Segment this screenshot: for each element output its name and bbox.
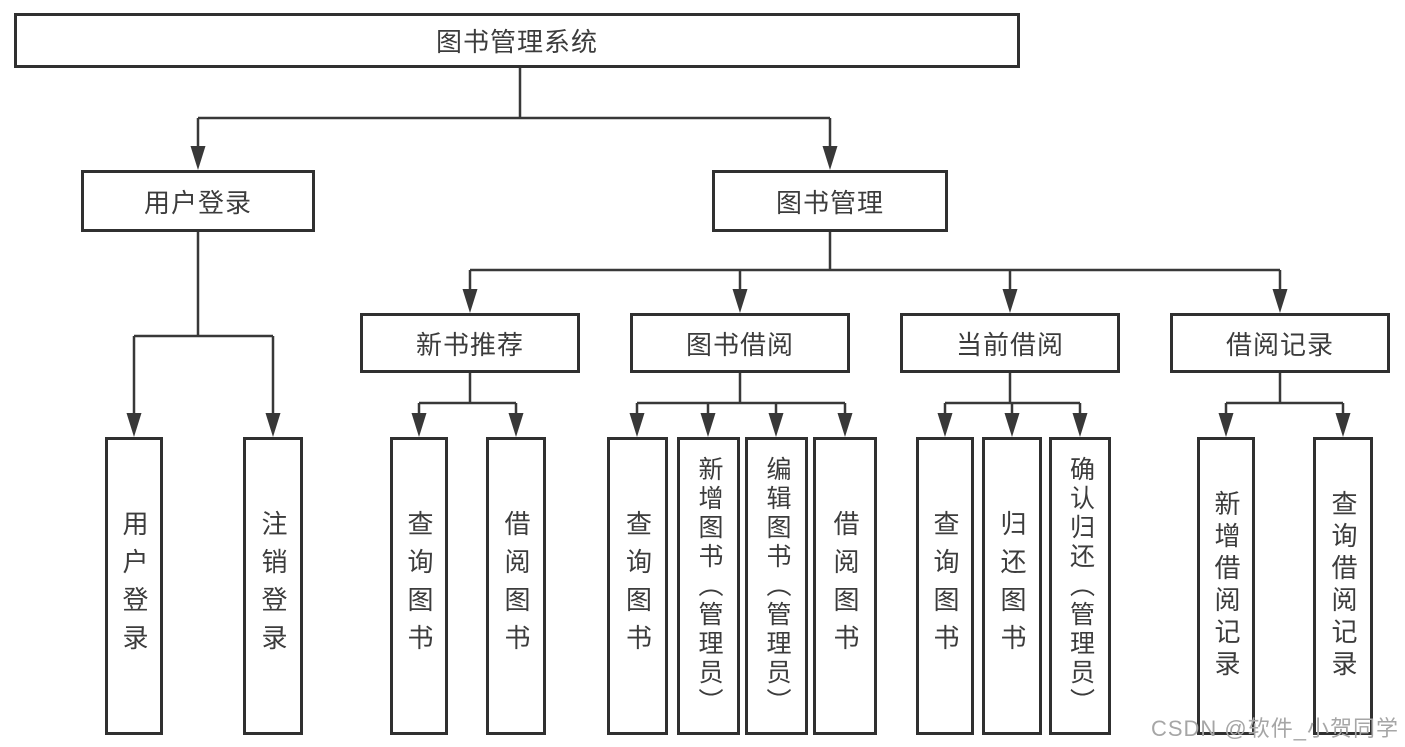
node-book-mgmt-label: 图书管理: [775, 187, 884, 218]
node-book-borrow: 图书借阅: [630, 313, 850, 373]
node-book-mgmt: 图书管理: [712, 170, 948, 232]
leaf-logout: 注销登录: [243, 437, 303, 735]
leaf-edit-books-admin: 编辑图书（管理员）: [745, 437, 808, 735]
leaf-query-borrow-record-label: 查询借阅记录: [1328, 490, 1358, 682]
leaf-borrow-books-recommend: 借阅图书: [486, 437, 546, 735]
leaf-confirm-return-admin: 确认归还（管理员）: [1049, 437, 1111, 735]
leaf-query-books-recommend: 查询图书: [390, 437, 448, 735]
leaf-query-books-borrow-label: 查询图书: [622, 510, 653, 662]
leaf-borrow-books-recommend-label: 借阅图书: [501, 510, 531, 662]
node-new-book-recommend: 新书推荐: [360, 313, 580, 373]
leaf-add-borrow-record: 新增借阅记录: [1197, 437, 1255, 735]
node-borrow-records: 借阅记录: [1170, 313, 1390, 373]
leaf-query-books-current: 查询图书: [916, 437, 974, 735]
leaf-add-books-admin: 新增图书（管理员）: [677, 437, 740, 735]
leaf-confirm-return-admin-label: 确认归还（管理员）: [1066, 455, 1095, 717]
leaf-logout-label: 注销登录: [258, 510, 288, 662]
leaf-add-books-admin-label: 新增图书（管理员）: [695, 455, 723, 717]
node-borrow-records-label: 借阅记录: [1225, 329, 1334, 360]
node-root: 图书管理系统: [14, 13, 1020, 68]
leaf-borrow-books: 借阅图书: [813, 437, 877, 735]
leaf-return-books: 归还图书: [982, 437, 1042, 735]
leaf-borrow-books-label: 借阅图书: [830, 510, 860, 662]
leaf-edit-books-admin-label: 编辑图书（管理员）: [763, 455, 791, 717]
leaf-query-books-recommend-label: 查询图书: [404, 510, 434, 662]
node-user-login-label: 用户登录: [143, 187, 252, 218]
leaf-query-books-borrow: 查询图书: [607, 437, 668, 735]
leaf-user-login: 用户登录: [105, 437, 163, 735]
node-user-login: 用户登录: [81, 170, 315, 232]
leaf-return-books-label: 归还图书: [997, 510, 1027, 662]
node-root-label: 图书管理系统: [435, 27, 598, 57]
node-current-borrow: 当前借阅: [900, 313, 1120, 373]
watermark: CSDN @软件_小贺同学: [1150, 716, 1399, 741]
leaf-query-books-current-label: 查询图书: [930, 510, 960, 662]
leaf-query-borrow-record: 查询借阅记录: [1313, 437, 1373, 735]
node-current-borrow-label: 当前借阅: [955, 329, 1064, 360]
leaf-add-borrow-record-label: 新增借阅记录: [1211, 490, 1241, 682]
leaf-user-login-label: 用户登录: [119, 510, 149, 662]
node-new-book-recommend-label: 新书推荐: [415, 329, 524, 360]
node-book-borrow-label: 图书借阅: [685, 329, 794, 360]
